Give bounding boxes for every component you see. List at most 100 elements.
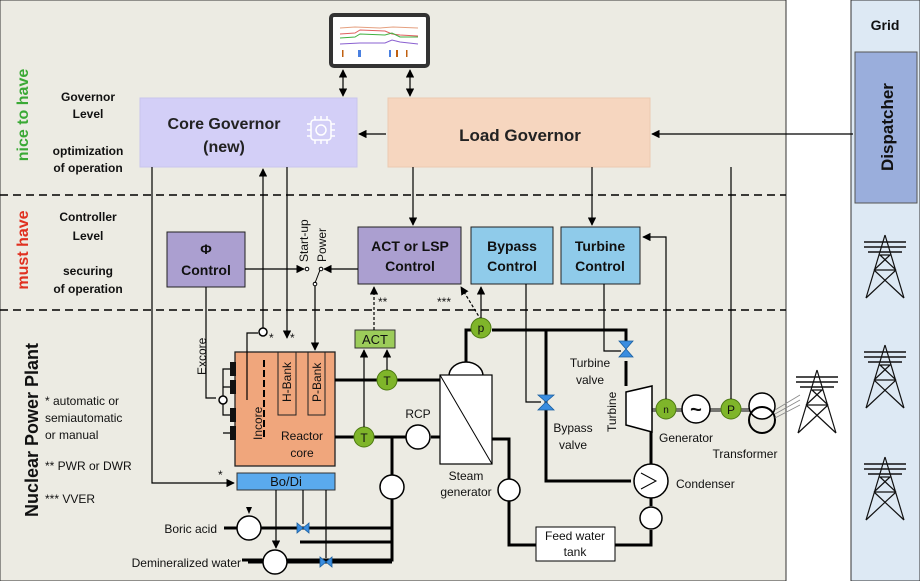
core-governor-subtitle: (new) [203,139,245,156]
act-lsp-control-box[interactable]: ACT or LSP Control [357,226,462,285]
bypass-valve-label: valve [559,438,587,452]
phi-symbol: Φ [200,241,212,257]
summing-junction [258,327,268,337]
turbine-label: Turbine [605,391,619,432]
feedwater-pipe [492,437,536,547]
note-automatic: semiautomatic [45,411,122,425]
level-descriptions: Governor Level optimization of operation… [53,90,124,296]
bypass-control-label: Control [487,258,537,274]
turbine-valve-label: Turbine [570,356,611,370]
temperature-sensor-label: T [360,431,368,445]
nuclear-power-plant-label: Nuclear Power Plant [22,343,42,517]
note-vver: *** VVER [45,492,95,506]
generator-label: Generator [659,431,713,445]
feed-water-tank-label: tank [564,545,588,559]
triple-star-note: *** [437,295,451,309]
demin-water-pump[interactable] [262,549,288,575]
dispatcher-label: Dispatcher [878,83,897,171]
demin-water-valve[interactable] [319,556,333,568]
star-note: * [218,468,223,482]
load-governor-box[interactable]: Load Governor [387,97,651,168]
turbine-valve[interactable] [618,340,634,358]
transmission-tower-icon [795,369,839,434]
core-governor-box[interactable]: Core Governor (new) [139,97,358,168]
controller-level-label: Controller [59,210,117,224]
footnotes: * automatic or semiautomatic or manual *… [45,394,132,506]
power-label: Power [315,228,329,262]
bypass-valve[interactable] [536,394,556,411]
bypass-valve-label: Bypass [553,421,592,435]
bypass-control-signal [525,284,541,403]
vver-signal-arrow [460,286,482,321]
core-governor-title: Core Governor [168,116,281,133]
startup-power-switch[interactable]: Start-up Power [297,219,329,287]
demin-water-label: Demineralized water [132,556,241,570]
condensate-pump[interactable] [639,506,663,530]
startup-label: Start-up [297,219,311,262]
arrow [246,507,252,514]
reactor-label: Reactor [281,429,323,443]
act-label: ACT [362,332,388,347]
boric-acid-pump[interactable] [236,515,262,541]
dispatcher-box[interactable]: Dispatcher [854,51,918,204]
condenser-label: Condenser [676,477,735,491]
power-sensor-label: P [727,403,735,417]
securing-label: securing [63,264,113,278]
excore-signal [205,287,216,399]
pump[interactable] [379,474,405,500]
note-automatic: * automatic or [45,394,119,408]
bodi-signal [151,167,235,488]
reactor-core[interactable]: H-Bank P-Bank Incore Reactor core [222,332,336,467]
plus-sign: * [269,331,274,345]
steam-generator-label: generator [440,485,491,499]
feedwater-pump[interactable] [497,478,521,502]
bodi-label: Bo/Di [270,474,302,489]
boric-acid-valve[interactable] [296,522,310,534]
bodi-box[interactable]: Bo/Di [236,472,336,491]
temperature-sensor-label: T [383,374,391,388]
governor-level-label: Governor [61,90,115,104]
optimization-label: optimization [53,144,124,158]
act-box[interactable]: ACT [354,329,396,349]
phi-control-box[interactable]: Φ Control [166,231,246,288]
double-star-note: ** [378,295,388,309]
pressure-sensor-label: p [478,321,485,335]
turbine-control-label: Control [575,258,625,274]
turbine-valve-label: valve [576,373,604,387]
nice-to-have-label: nice to have [15,69,32,162]
transmission-line [774,394,801,419]
act-lsp-label: Control [385,258,435,274]
boric-acid-label: Boric acid [164,522,217,536]
speed-signal [642,232,667,399]
transformer[interactable] [748,392,776,434]
act-lsp-label: ACT or LSP [371,238,449,254]
incore-label: Incore [251,406,265,440]
condenser[interactable] [633,463,669,499]
generator[interactable] [681,394,711,424]
bypass-control-label: Bypass [487,238,537,254]
p-bank-label: P-Bank [310,362,324,402]
turbine-control-label: Turbine [575,238,626,254]
load-governor-title: Load Governor [459,126,581,145]
feed-water-tank-label: Feed water [545,529,605,543]
star-note: * [290,331,295,345]
rcp-pump[interactable] [405,424,431,450]
turbine[interactable] [625,385,653,433]
note-automatic: or manual [45,428,98,442]
securing-label: of operation [53,282,122,296]
steam-generator-label: Steam [449,469,484,483]
h-bank-label: H-Bank [280,361,294,402]
summing-junction [218,395,228,405]
feed-water-tank[interactable]: Feed water tank [535,526,616,562]
steam-generator[interactable]: Steam generator [439,361,493,499]
turbine-control-box[interactable]: Turbine Control [560,226,641,285]
phi-control-label: Control [181,262,231,278]
controller-level-label: Level [73,229,104,243]
turbine-control-signal [603,284,621,352]
governor-level-label: Level [73,107,104,121]
optimization-label: of operation [53,161,122,175]
must-have-label: must have [15,210,32,289]
transmission-tower-icon [864,234,906,299]
bypass-control-box[interactable]: Bypass Control [470,226,554,285]
